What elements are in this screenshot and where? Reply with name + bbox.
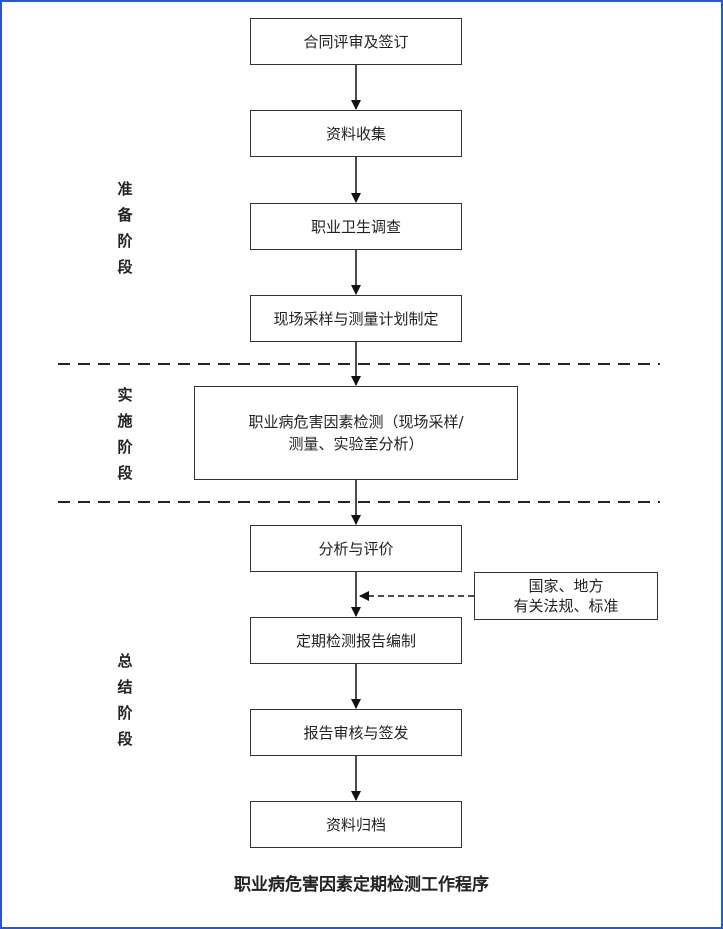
step-analysis-evaluation: 分析与评价 [250,525,462,572]
stage-label-implementation: 实 施 阶 段 [117,386,133,482]
step-archive: 资料归档 [250,801,462,848]
stage-label-preparation: 准 备 阶 段 [117,180,133,276]
step-hazard-detection: 职业病危害因素检测（现场采样/ 测量、实验室分析） [194,386,518,480]
step-sampling-plan: 现场采样与测量计划制定 [250,295,462,342]
step-health-survey: 职业卫生调查 [250,203,462,250]
step-data-collection: 资料收集 [250,110,462,157]
step-report-preparation: 定期检测报告编制 [250,617,462,664]
step-contract-review: 合同评审及签订 [250,18,462,65]
reference-standards: 国家、地方 有关法规、标准 [474,572,658,620]
step-report-review: 报告审核与签发 [250,709,462,756]
diagram-caption: 职业病危害因素定期检测工作程序 [234,875,489,895]
stage-label-summary: 总 结 阶 段 [117,652,133,748]
